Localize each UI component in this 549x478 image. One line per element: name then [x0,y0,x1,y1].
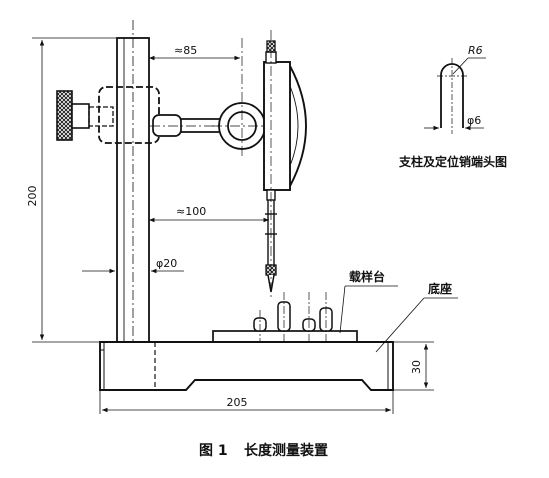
knurled-knob [56,90,114,141]
label-base: 底座 [428,281,452,296]
dimension-label-85: ≈85 [174,44,197,57]
pin-tip-detail [424,57,486,134]
dimension-width-205 [99,390,394,414]
base [99,341,394,391]
dimension-label-205: 205 [227,396,248,409]
dimension-label-100: ≈100 [176,205,206,218]
dimension-label-200: 200 [26,186,39,207]
label-pin-detail: 支柱及定位销端头图 [398,154,507,169]
leader-sample-stage [339,285,398,334]
column-post [116,20,150,350]
clamp-block [98,86,160,144]
arm-joint [212,38,300,158]
label-sample-stage: 载样台 [349,269,385,284]
leader-base [375,297,458,353]
label-phi6: φ6 [467,114,481,127]
dimension-base-30 [393,341,434,391]
dimension-label-30: 30 [410,360,423,374]
figure-title: 长度测量装置 [244,442,328,459]
label-r6: R6 [468,44,483,57]
figure-number: 图 1 [199,443,228,459]
horizontal-arm [150,114,256,137]
dial-gauge [263,30,307,300]
dimension-label-phi20: φ20 [156,257,177,270]
dimension-height-200 [32,37,117,343]
